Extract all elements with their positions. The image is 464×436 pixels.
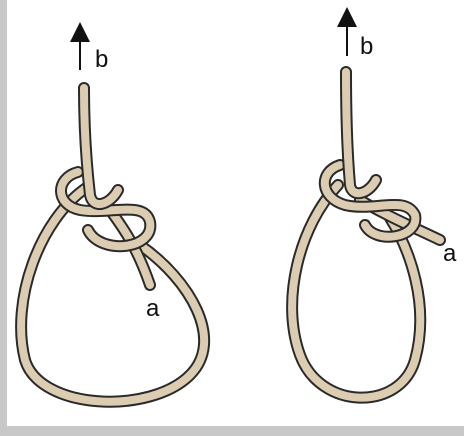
right-pull-end-label: b — [360, 33, 373, 60]
left-standing-rope — [84, 88, 118, 204]
right-tail-end-label: a — [443, 240, 457, 267]
left-knot: b a — [21, 32, 204, 402]
left-twist-loop — [61, 172, 150, 246]
left-tail-end-label: a — [146, 295, 160, 322]
right-knot: b a — [292, 17, 457, 398]
right-standing-rope — [346, 72, 376, 193]
left-pull-end-label: b — [95, 46, 108, 73]
